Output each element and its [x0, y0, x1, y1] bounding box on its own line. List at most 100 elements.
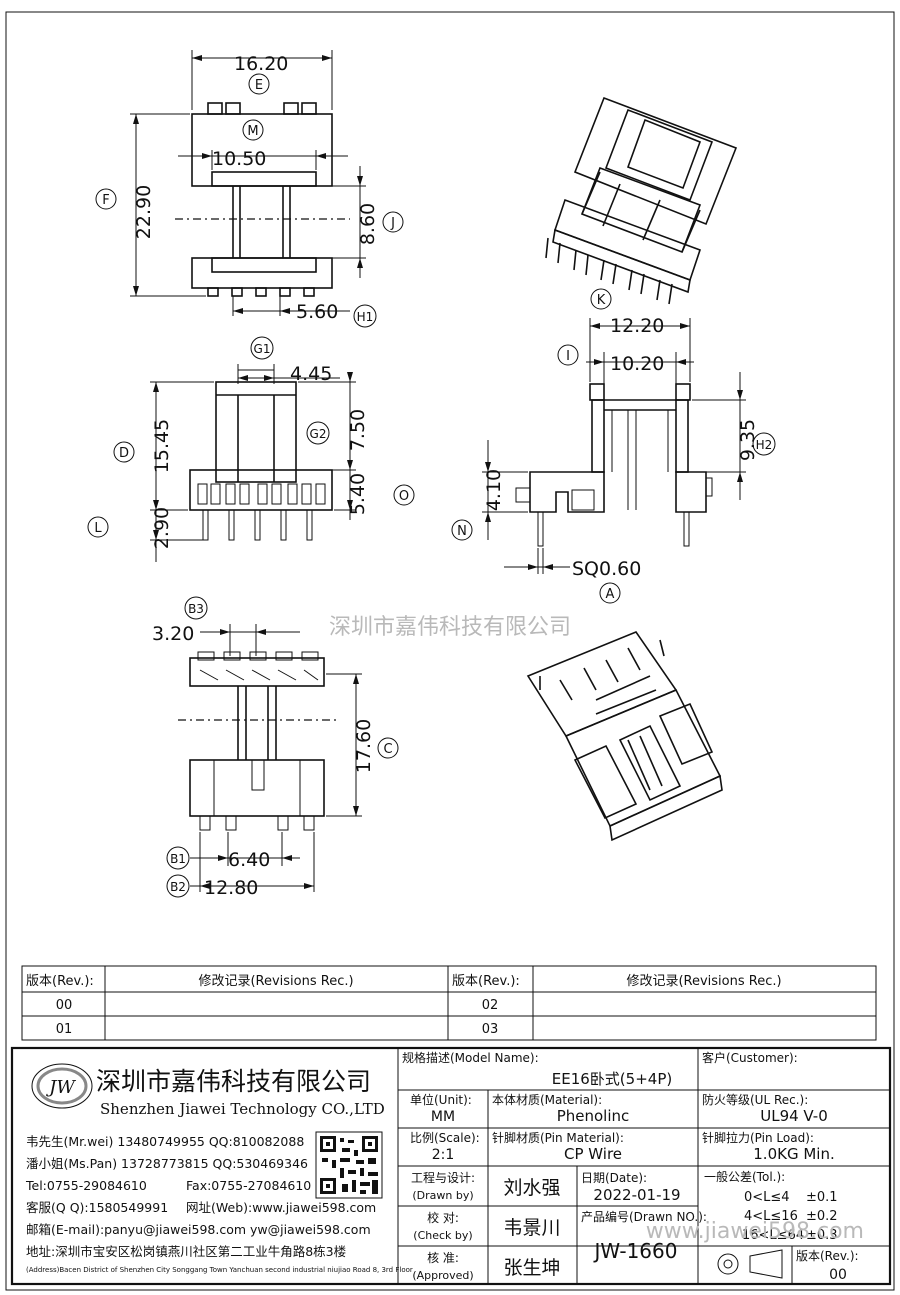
drawing-no-value: JW-1660 — [593, 1239, 678, 1263]
dim-bottom-height: 17.60 — [353, 719, 375, 773]
revision-table — [21, 965, 877, 1041]
check-label-en: (Check by) — [413, 1229, 472, 1242]
contact-fax: Fax:0755-27084610 — [186, 1178, 311, 1193]
svg-text:G2: G2 — [310, 427, 327, 441]
svg-text:B2: B2 — [170, 880, 186, 894]
tol-range-2: 4<L≤16 — [744, 1209, 798, 1224]
balloon-B2: B2 — [166, 874, 190, 898]
check-by: 韦景川 — [503, 1217, 560, 1239]
svg-text:J: J — [390, 216, 395, 231]
contact-qq: 客服(Q Q):1580549991 — [26, 1200, 168, 1215]
contact-wei: 韦先生(Mr.wei) 13480749955 QQ:810082088 — [26, 1134, 304, 1149]
material-label: 本体材质(Material): — [492, 1093, 602, 1107]
svg-text:JW: JW — [45, 1077, 76, 1098]
drawn-by: 刘水强 — [503, 1177, 560, 1199]
dim-bottom-inner: 6.40 — [228, 849, 270, 871]
dim-top-inner: 10.50 — [212, 148, 266, 170]
tol-value-3: ±0.3 — [806, 1228, 838, 1243]
rev-03: 03 — [482, 1022, 499, 1037]
balloon-E: E — [248, 73, 270, 95]
dim-bottom-width: 12.80 — [204, 877, 258, 899]
svg-text:H2: H2 — [756, 438, 773, 452]
dim-bottom-pitch: 3.20 — [152, 623, 194, 645]
balloon-J: J — [382, 211, 404, 233]
balloon-O: O — [393, 484, 415, 506]
model-label: 规格描述(Model Name): — [402, 1050, 539, 1065]
dim-right-flange: 4.10 — [483, 469, 505, 511]
svg-text:C: C — [383, 742, 392, 757]
tol-value-2: ±0.2 — [806, 1209, 838, 1224]
site-watermark: www.jiawei598.com — [646, 1219, 864, 1244]
dim-top-height: 22.90 — [133, 185, 155, 239]
svg-text:G1: G1 — [254, 342, 271, 356]
ul-label: 防火等级(UL Rec.): — [702, 1092, 808, 1107]
company-name-cn: 深圳市嘉伟科技有限公司 — [96, 1067, 371, 1096]
balloon-B3: B3 — [184, 596, 208, 620]
dim-side-upper: 7.50 — [347, 409, 369, 451]
contact-email: 邮箱(E-mail):panyu@jiawei598.com yw@jiawei… — [26, 1222, 371, 1237]
contact-web: 网址(Web):www.jiawei598.com — [186, 1200, 376, 1215]
svg-text:B3: B3 — [188, 602, 204, 616]
rev-00: 00 — [56, 998, 73, 1013]
svg-text:A: A — [606, 587, 615, 602]
drawn-label-en: (Drawn by) — [412, 1189, 473, 1202]
iso-view-top — [545, 96, 738, 305]
balloon-I: I — [557, 344, 579, 366]
bottom-view — [178, 624, 362, 892]
svg-text:B1: B1 — [170, 852, 186, 866]
date-value: 2022-01-19 — [593, 1186, 680, 1204]
dim-top-pin-pitch: 5.60 — [296, 301, 338, 323]
company-name-en: Shenzhen Jiawei Technology CO.,LTD — [100, 1100, 385, 1118]
drawing-no-label: 产品编号(Drawn NO.): — [581, 1209, 707, 1224]
svg-text:H1: H1 — [357, 310, 374, 324]
svg-text:N: N — [457, 524, 467, 539]
dim-side-pin: 2.90 — [151, 507, 173, 549]
rec-header-right: 修改记录(Revisions Rec.) — [626, 974, 781, 989]
balloon-H1: H1 — [353, 304, 377, 328]
projection-symbol-icon — [717, 1249, 783, 1279]
balloon-L: L — [87, 516, 109, 538]
front-view — [482, 318, 746, 574]
dim-side-height: 15.45 — [151, 419, 173, 473]
rev-01: 01 — [56, 1022, 73, 1037]
material-value: Phenolinc — [557, 1107, 630, 1125]
address-en: (Address)Bacen District of Shenzhen City… — [26, 1266, 413, 1274]
contact-tel: Tel:0755-29084610 — [25, 1178, 147, 1193]
iso-view-bottom — [526, 631, 723, 842]
ul-value: UL94 V-0 — [760, 1107, 828, 1125]
side-view — [150, 364, 356, 562]
balloon-C: C — [377, 737, 399, 759]
rev-02: 02 — [482, 998, 499, 1013]
dim-side-offset: 4.45 — [290, 363, 332, 385]
balloon-H2: H2 — [752, 432, 776, 456]
dim-top-window: 8.60 — [357, 203, 379, 245]
rev-value: 00 — [829, 1267, 847, 1283]
unit-value: MM — [431, 1109, 455, 1125]
balloon-K: K — [590, 288, 612, 310]
rev-label: 版本(Rev.): — [796, 1249, 859, 1263]
approved-label-en: (Approved) — [412, 1269, 473, 1282]
balloon-N: N — [451, 519, 473, 541]
scale-value: 2:1 — [432, 1147, 455, 1163]
dim-right-width: 12.20 — [610, 315, 664, 337]
drawn-label: 工程与设计: — [411, 1170, 475, 1185]
pin-material-label: 针脚材质(Pin Material): — [492, 1130, 624, 1145]
balloon-G1: G1 — [250, 336, 274, 360]
rec-header-left: 修改记录(Revisions Rec.) — [198, 974, 353, 989]
balloon-M: M — [242, 119, 264, 141]
svg-text:D: D — [119, 446, 129, 461]
model-value: EE16卧式(5+4P) — [552, 1070, 672, 1088]
qr-code — [315, 1131, 383, 1199]
pin-load-label: 针脚拉力(Pin Load): — [702, 1130, 814, 1145]
unit-label: 单位(Unit): — [410, 1092, 472, 1107]
top-view — [130, 50, 366, 316]
svg-text:I: I — [566, 349, 570, 364]
tol-range-3: 16<L≤64 — [742, 1228, 804, 1243]
tolerance-label: 一般公差(Tol.): — [704, 1169, 785, 1184]
contact-pan: 潘小姐(Ms.Pan) 13728773815 QQ:530469346 — [26, 1156, 308, 1171]
balloon-G2: G2 — [306, 421, 330, 445]
dim-side-base: 5.40 — [347, 473, 369, 515]
svg-text:O: O — [399, 489, 409, 504]
balloon-F: F — [95, 188, 117, 210]
